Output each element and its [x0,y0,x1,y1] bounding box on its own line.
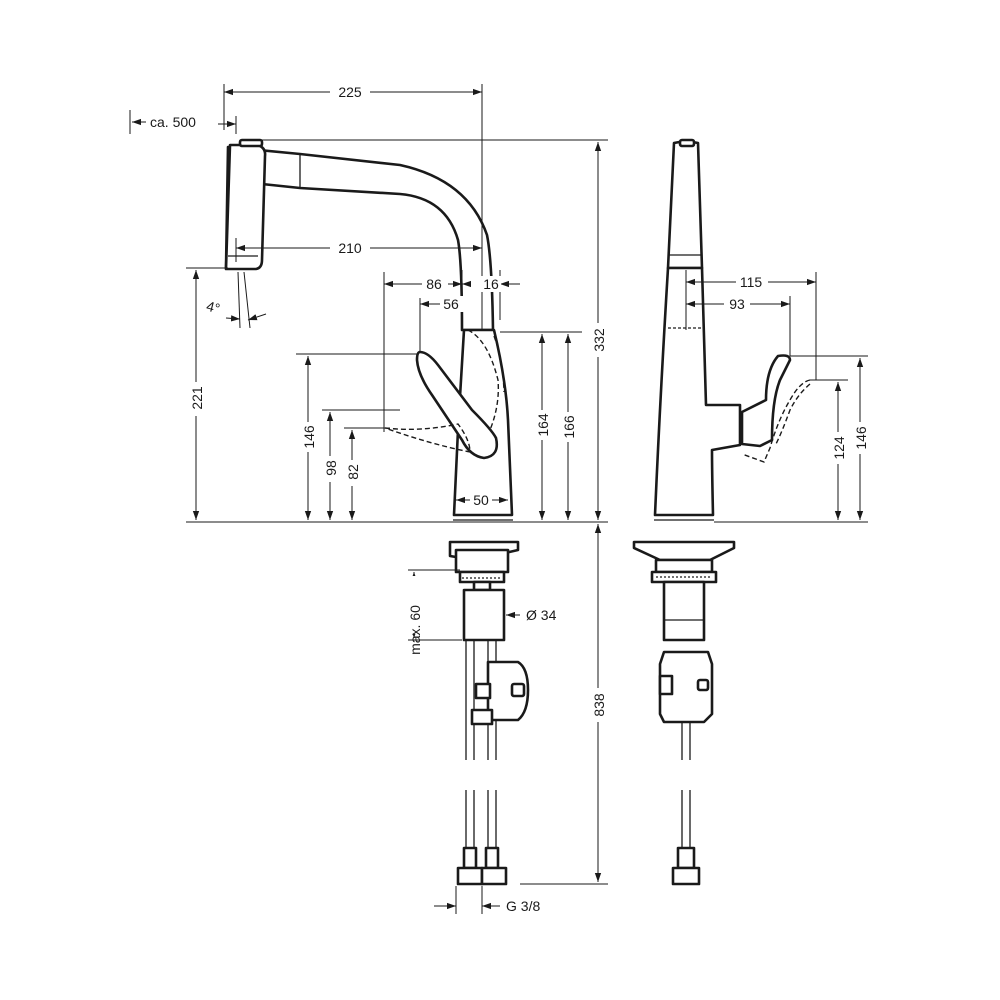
side-lever [740,354,792,448]
dim-side-146: 146 [853,426,869,450]
dim-hose-length: 838 [591,693,607,717]
dim-166: 166 [561,415,577,439]
front-lever [415,350,499,460]
side-body [653,266,742,517]
side-view [632,138,811,886]
dim-base-width: 50 [473,492,489,508]
dim-thread: G 3/8 [506,898,540,914]
dim-56: 56 [443,296,459,312]
front-view [224,138,530,886]
dim-side-93: 93 [729,296,745,312]
dim-82: 82 [345,464,361,480]
dim-16: 16 [483,276,499,292]
dim-reach-total: 225 [338,84,362,100]
dimension-labels: 225 ca. 500 210 86 16 56 221 4° 332 146 … [150,84,869,914]
dim-side-124: 124 [831,436,847,460]
dim-164: 164 [535,413,551,437]
dim-reach-spout: 210 [338,240,362,256]
spray-head [224,143,267,271]
dim-98: 98 [323,460,339,476]
dim-side-115: 115 [740,274,763,290]
dim-146-left: 146 [301,425,317,449]
dim-total-height: 332 [591,328,607,352]
dim-shank-diameter: Ø 34 [526,607,557,623]
shank [462,588,506,642]
dimension-lines [129,84,868,914]
control-unit [486,660,530,722]
dim-tilt: 4° [205,298,222,317]
dim-86: 86 [426,276,442,292]
dim-max-thickness: max. 60 [407,605,423,655]
side-spray-head [666,140,704,270]
dim-pullout: ca. 500 [150,114,196,130]
dim-height-spout: 221 [189,386,205,410]
